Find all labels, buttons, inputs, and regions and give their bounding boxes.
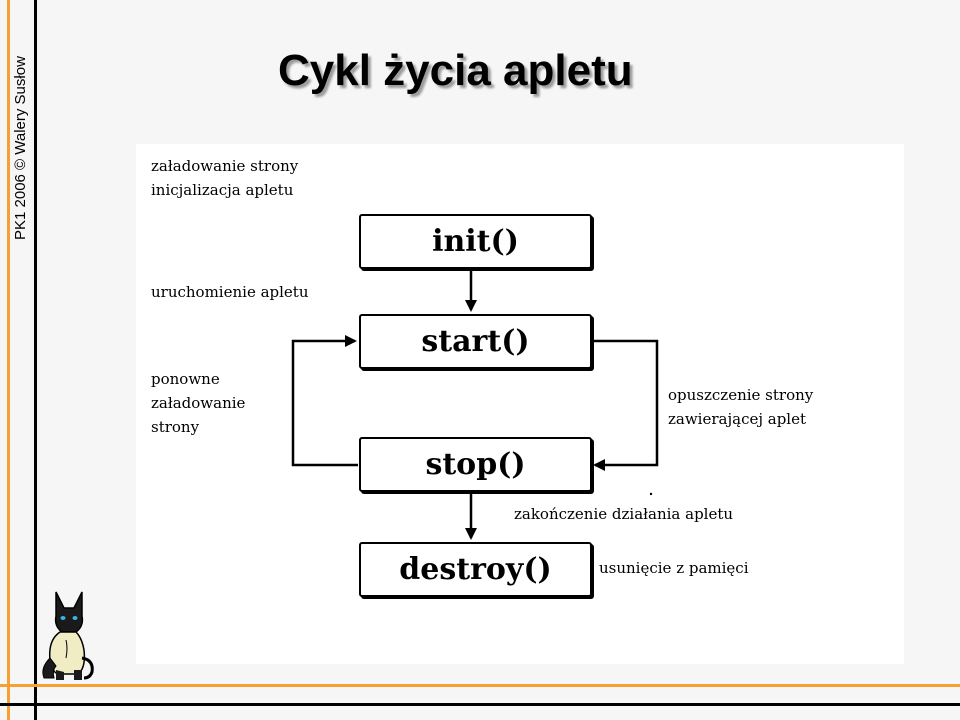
arrow-stop-to-start <box>293 341 358 465</box>
siamese-cat-icon <box>36 588 100 684</box>
label-reload-3: strony <box>151 415 199 439</box>
label-run-applet: uruchomienie apletu <box>151 280 309 304</box>
destroy-node: destroy() <box>359 542 592 597</box>
init-node: init() <box>359 214 592 269</box>
stop-node: stop() <box>359 437 592 492</box>
label-leave-1: opuszczenie strony <box>668 383 813 407</box>
left-orange-rule <box>7 0 10 720</box>
label-init-applet: inicjalizacja apletu <box>151 178 293 202</box>
lifecycle-diagram: init() start() stop() destroy() załadowa… <box>136 144 904 664</box>
label-load-page: załadowanie strony <box>151 154 298 178</box>
label-remove-memory: usunięcie z pamięci <box>599 556 749 580</box>
author-side-label: PK1 2006 © Walery Susłow <box>12 20 36 240</box>
start-node: start() <box>359 314 592 369</box>
label-leave-2: zawierającej aplet <box>668 407 806 431</box>
label-reload-2: załadowanie <box>151 391 245 415</box>
slide-title: Cykl życia apletu <box>278 46 633 96</box>
label-reload-1: ponowne <box>151 367 220 391</box>
bottom-black-rule <box>0 703 960 706</box>
bottom-orange-rule <box>0 684 960 687</box>
stray-dot <box>650 493 652 495</box>
label-finish-applet: zakończenie działania apletu <box>514 502 733 526</box>
arrow-start-to-stop <box>593 341 657 465</box>
